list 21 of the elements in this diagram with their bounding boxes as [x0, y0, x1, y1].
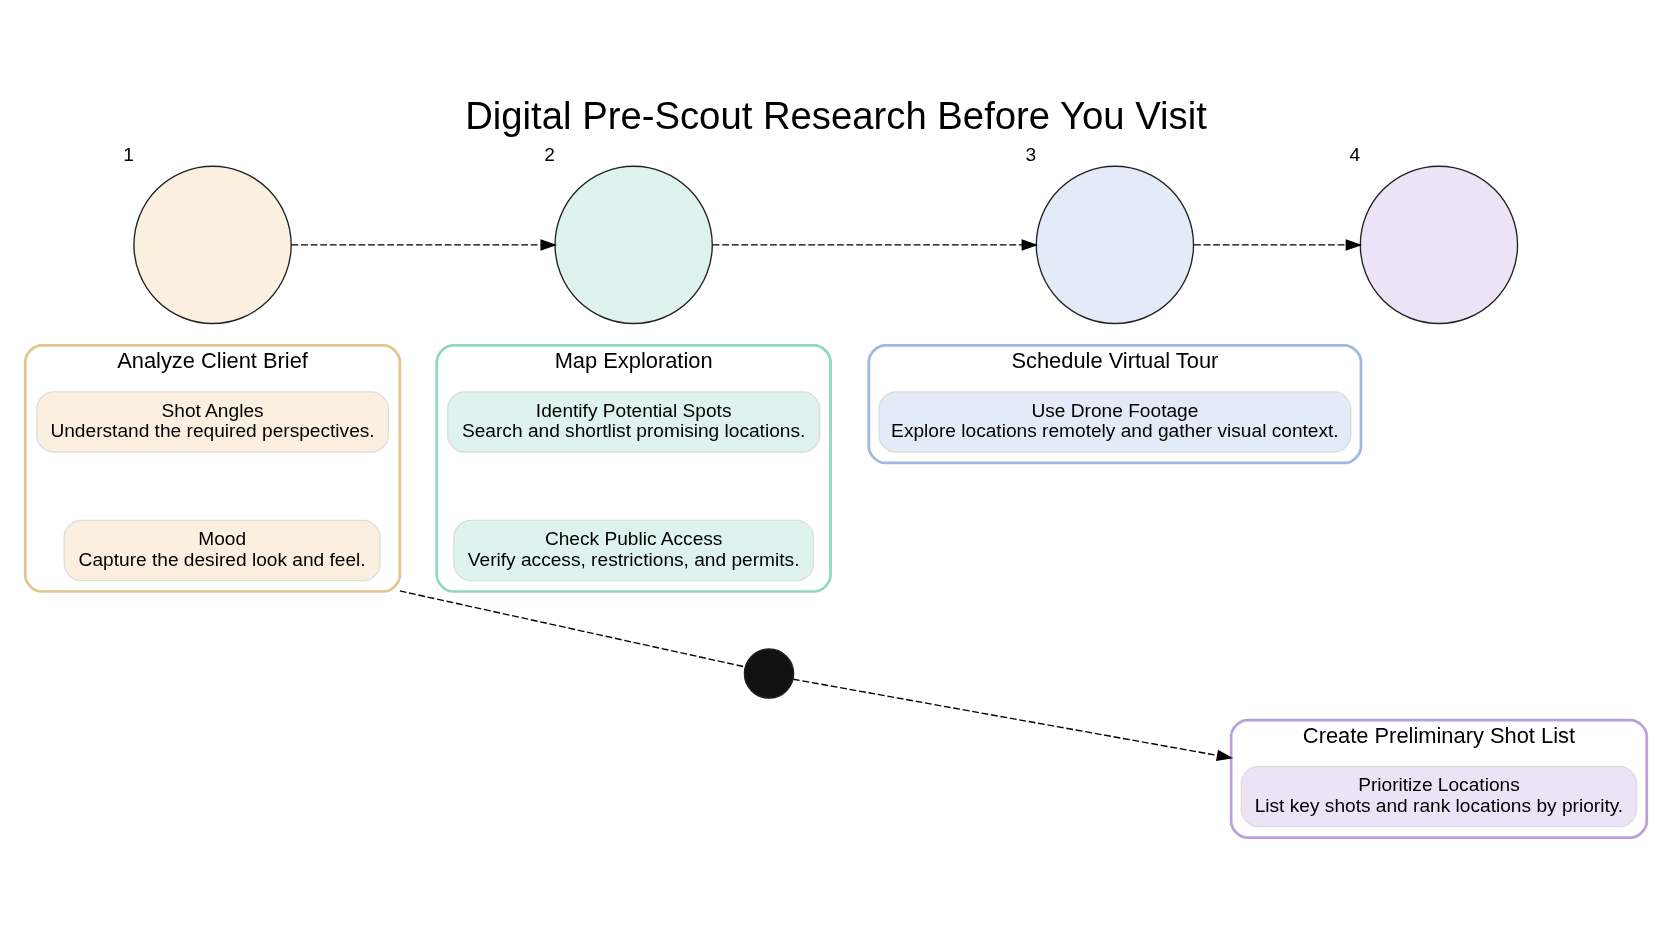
node-circle: [133, 165, 292, 325]
node-label: 2: [544, 144, 555, 166]
arrow: [1193, 239, 1363, 251]
arrow: [792, 678, 1234, 761]
node-box: Shot Angles Understand the required perspectives.: [36, 391, 389, 453]
node-box: Check Public Access Verify access, restrictions, and permits.: [453, 519, 815, 582]
node-box: Prioritize Locations List key shots and rank locations by priority.: [1240, 765, 1638, 828]
node-box: Use Drone Footage Explore locations remotely and gather visual context.: [878, 391, 1352, 453]
node-label: 4: [1349, 144, 1361, 166]
node-label: 3: [1025, 144, 1037, 166]
node-label: 1: [123, 144, 134, 166]
node-circle: [1035, 165, 1195, 325]
node-circle: [1359, 165, 1519, 325]
diagram-title: Digital Pre-Scout Research Before You Visit: [465, 93, 1207, 137]
node-box: Mood Capture the desired look and feel.: [63, 519, 381, 582]
node-box: Identify Potential Spots Search and shortlist promising locations.: [447, 391, 821, 453]
node-circle: [554, 165, 713, 325]
node-circle: [743, 648, 795, 699]
arrow: [290, 239, 557, 251]
connector: [399, 590, 746, 668]
arrow: [711, 239, 1038, 251]
